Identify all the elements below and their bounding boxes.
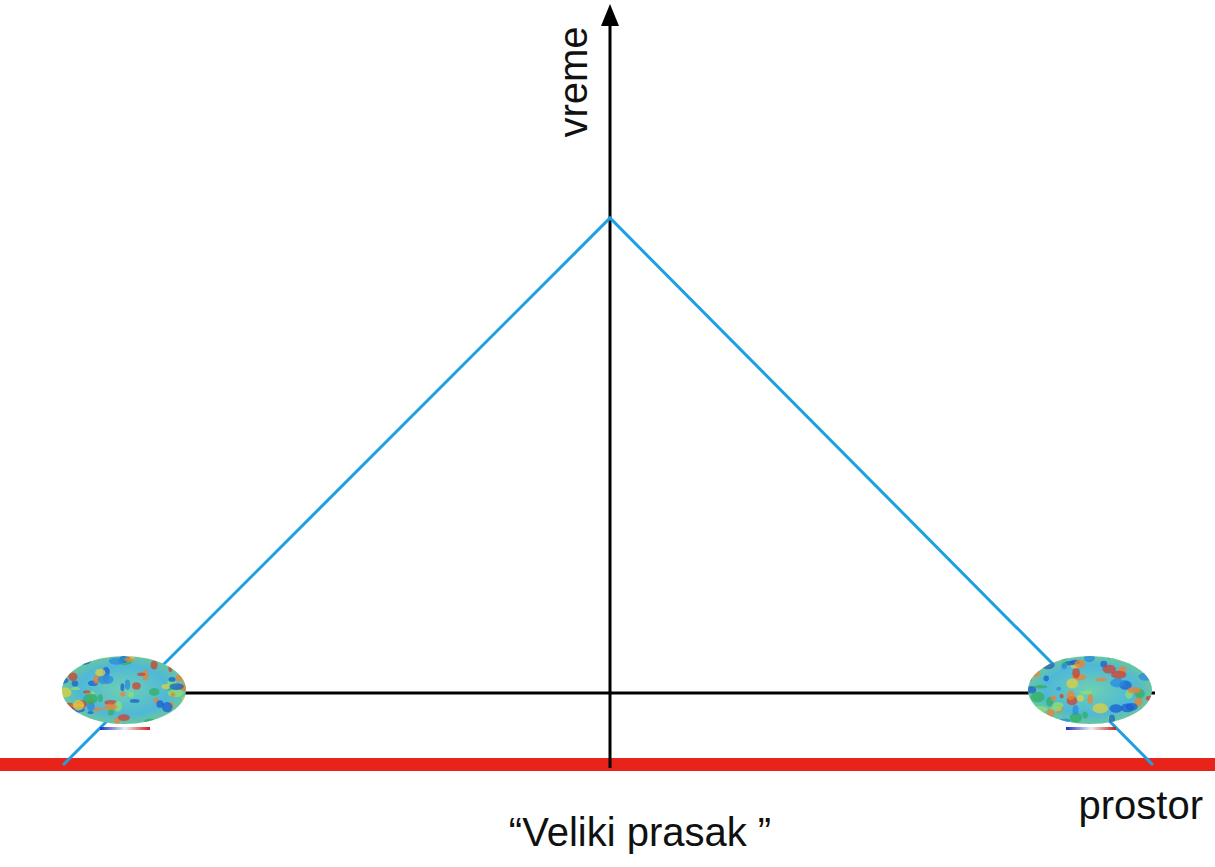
axis-arrowhead <box>601 4 619 26</box>
cmb-map <box>57 654 192 730</box>
light-cone <box>63 218 1153 765</box>
axis-label: vreme <box>553 26 593 137</box>
space-axis <box>180 692 1155 695</box>
time-axis <box>609 22 612 768</box>
axis-label: prostor <box>1079 785 1204 825</box>
cmb-map <box>1024 652 1155 730</box>
caption-label: “Veliki prasak ” <box>509 812 771 852</box>
big-bang-band <box>0 758 1215 771</box>
